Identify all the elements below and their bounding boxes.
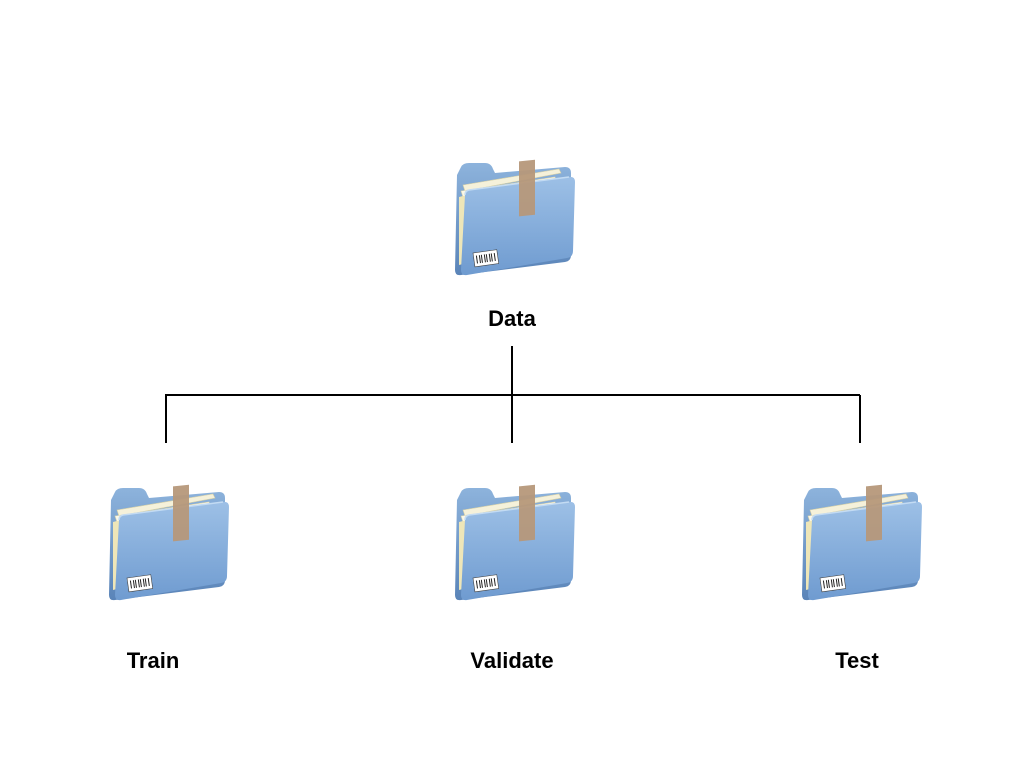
folder-icon	[447, 480, 577, 605]
child-label-test: Test	[835, 648, 879, 673]
child-label-train: Train	[126, 648, 180, 673]
root-label: Data	[488, 306, 536, 331]
root-node: Data	[422, 155, 602, 331]
folder-icon	[447, 155, 577, 280]
child-label-validate: Validate	[470, 648, 554, 673]
folder-icon	[794, 480, 924, 605]
child-node-validate: Validate	[422, 480, 602, 673]
folder-icon	[101, 480, 231, 605]
child-node-test: Test	[769, 480, 949, 673]
child-node-train: Train	[76, 480, 256, 673]
